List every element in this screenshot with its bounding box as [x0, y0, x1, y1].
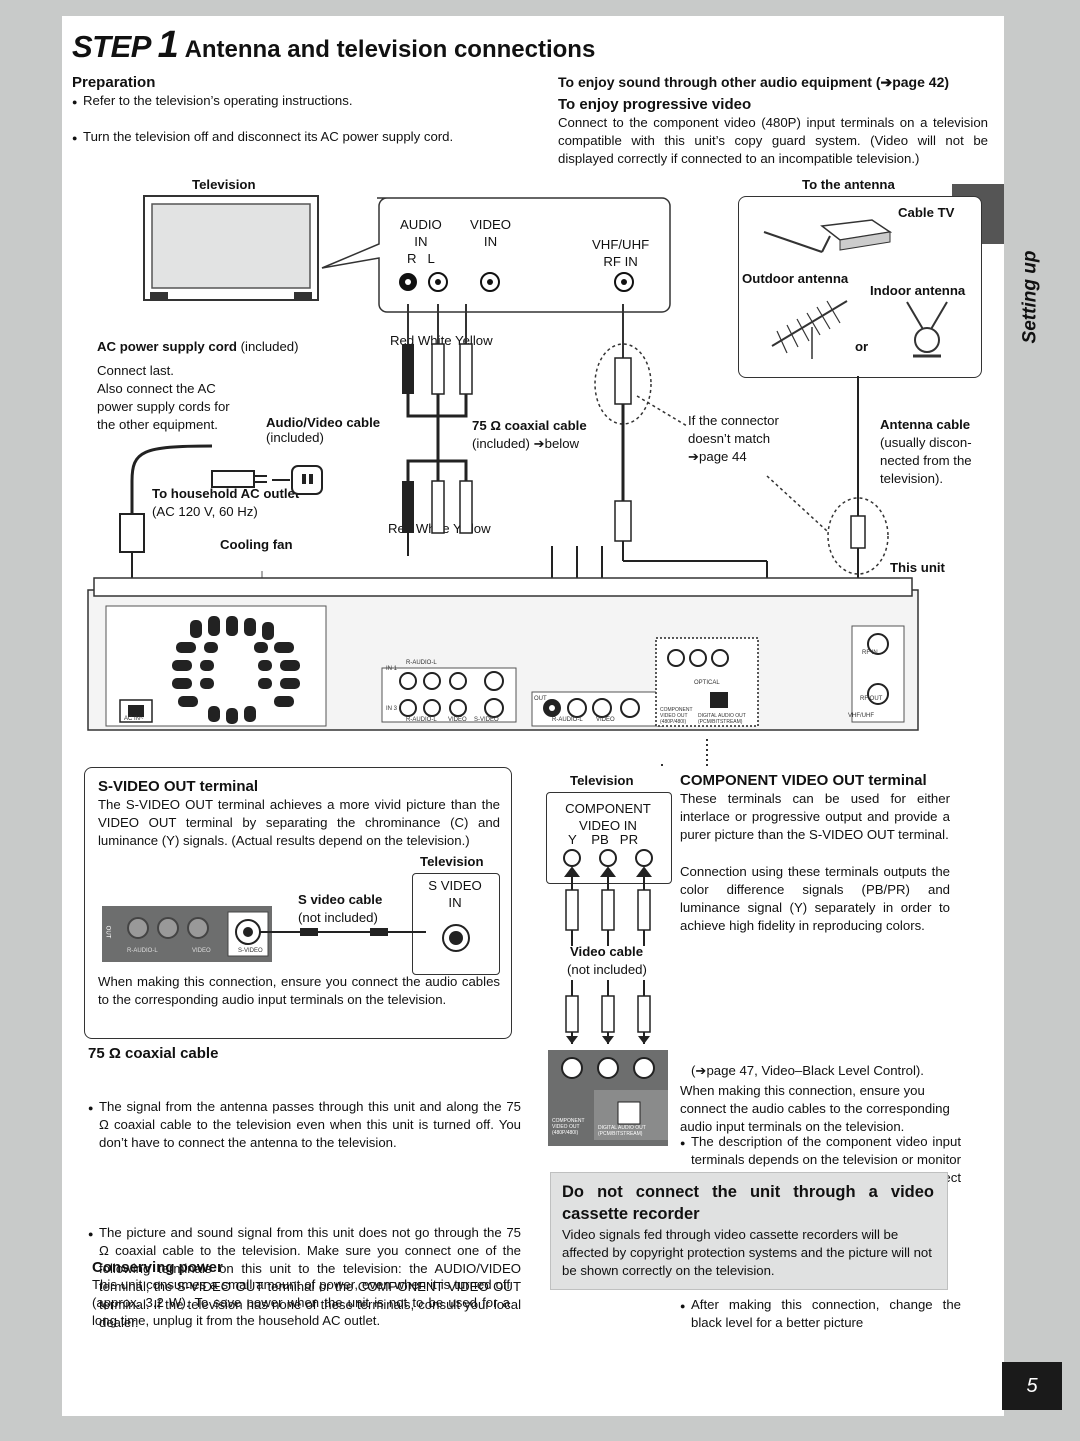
video-cable-label: Video cable	[570, 944, 644, 959]
video-in-label: VIDEO IN	[470, 217, 512, 249]
outdoor-antenna-label: Outdoor antenna	[742, 271, 849, 286]
component-heading: COMPONENT VIDEO OUT terminal	[680, 772, 927, 789]
video-cable-note: (not included)	[567, 962, 647, 977]
conserving-heading: Conserving power	[92, 1259, 223, 1276]
page-title: STEP 1 Antenna and television connection…	[72, 24, 596, 66]
indoor-antenna-icon	[906, 301, 948, 358]
svideo-heading: S-VIDEO OUT terminal	[98, 778, 259, 795]
side-tab-label: Setting up	[1019, 250, 1041, 344]
in1-audio-label: R-AUDIO-L	[406, 660, 437, 666]
in3-video-label: VIDEO	[448, 717, 467, 723]
coax-label: 75 Ω coaxial cable	[472, 418, 587, 433]
component-p1: These terminals can be used for either i…	[680, 791, 950, 842]
out-audio-label: R-AUDIO-L	[552, 717, 583, 723]
in3-label: IN 3	[386, 706, 398, 712]
this-unit-label: This unit	[890, 560, 945, 575]
cooling-fan-label: Cooling fan	[220, 537, 293, 552]
digital-audio-small: DIGITAL AUDIO OUT (PCM/BITSTREAM)	[698, 713, 746, 725]
cable-tv-icon	[763, 219, 892, 253]
in3-audio-label: R-AUDIO-L	[406, 717, 437, 723]
page-number: 5	[1002, 1362, 1062, 1410]
coax-heading: 75 Ω coaxial cable	[88, 1045, 219, 1062]
ac-cord-label: AC power supply cord (included)	[97, 339, 299, 354]
svideo-in-label: S VIDEO IN	[428, 878, 482, 910]
av-cable-label: Audio/Video cable	[266, 415, 381, 430]
connect-last-note: Connect last. Also connect the AC power …	[97, 363, 230, 432]
cooling-fan-grille	[172, 616, 300, 724]
component-out-small: COMPONENT VIDEO OUT (480P/480I)	[660, 707, 693, 725]
television-label: Television	[192, 177, 256, 192]
svideo-tv-jack-box	[412, 873, 500, 975]
unit-rear-panel	[87, 577, 919, 731]
component-out-small-2: COMPONENT VIDEO OUT (480P/480I)	[552, 1118, 585, 1136]
svideo-out-small: OUT	[104, 925, 111, 939]
component-bullet-2-ref: (➔page 47, Video–Black Level Control).	[691, 1063, 924, 1078]
antenna-cable-note: (usually discon- nected from the televis…	[880, 435, 972, 486]
svideo-connection-drawing	[102, 906, 426, 962]
svideo-audio-small: R-AUDIO-L	[127, 948, 158, 954]
ac-in-label: AC IN~	[124, 716, 144, 722]
component-cable-drawing	[548, 849, 668, 1146]
or-label: or	[855, 339, 869, 354]
progressive-heading: To enjoy progressive video	[558, 96, 752, 113]
household-outlet-label: To household AC outlet	[152, 486, 300, 501]
audio-in-label: AUDIO IN R L	[400, 217, 442, 266]
rf-out-small: RF OUT	[860, 696, 883, 702]
to-antenna-label: To the antenna	[802, 177, 895, 192]
out-label: OUT	[534, 696, 547, 702]
svideo-cable-note: (not included)	[298, 910, 378, 925]
svideo-in-jack-icon	[442, 924, 470, 952]
coax-bullet-1: The signal from the antenna passes throu…	[88, 1098, 521, 1152]
svideo-text: The S-VIDEO OUT terminal achieves a more…	[98, 797, 500, 848]
component-television-label: Television	[570, 773, 634, 788]
av-plugs-top	[402, 304, 473, 534]
vhf-uhf-small: VHF/UHF	[848, 713, 874, 719]
manual-page: STEP 1 Antenna and television connection…	[62, 16, 1062, 1416]
component-ypbpr-label: Y PB PR	[568, 832, 639, 847]
svideo-note: When making this connection, ensure you …	[98, 974, 500, 1007]
cable-tv-label: Cable TV	[898, 205, 955, 220]
svideo-svideo-small: S-VIDEO	[238, 948, 263, 954]
rf-in-small: RF IN	[862, 650, 878, 656]
connector-note: If the connector doesn’t match ➔page 44	[688, 413, 779, 464]
svideo-television-label: Television	[420, 854, 484, 869]
preparation-bullet-1: Refer to the television’s operating inst…	[72, 92, 543, 111]
household-ac-label: (AC 120 V, 60 Hz)	[152, 504, 258, 519]
progressive-text: Connect to the component video (480P) in…	[558, 115, 988, 166]
preparation-heading: Preparation	[72, 74, 156, 91]
television-icon	[143, 195, 319, 301]
svideo-cable-label: S video cable	[298, 892, 383, 907]
conserving-text: This unit consumes a small amount of pow…	[92, 1277, 510, 1328]
antenna-cable-label: Antenna cable	[880, 417, 971, 432]
optical-small: OPTICAL	[694, 680, 720, 686]
coax-bullet-2: The picture and sound signal from this u…	[88, 1224, 521, 1332]
indoor-antenna-label: Indoor antenna	[870, 283, 966, 298]
in3-svideo-label: S-VIDEO	[474, 717, 499, 723]
component-bullet-2: After making this connection, change the…	[680, 1296, 961, 1332]
vcr-warning-box	[550, 1172, 948, 1290]
vhf-uhf-rf-in-label: VHF/UHF RF IN	[592, 237, 650, 269]
in1-label: IN 1	[386, 666, 398, 672]
outdoor-antenna-icon	[771, 300, 848, 359]
component-tv-jack-box	[546, 792, 672, 884]
vcr-text: Video signals fed through video cassette…	[562, 1227, 932, 1278]
component-note: When making this connection, ensure you …	[680, 1083, 950, 1134]
svideo-video-small: VIDEO	[192, 948, 211, 954]
av-cable-included: (included)	[266, 430, 324, 445]
sound-heading: To enjoy sound through other audio equip…	[558, 74, 950, 90]
component-p2: Connection using these terminals outputs…	[680, 864, 950, 933]
out-video-label: VIDEO	[596, 717, 615, 723]
component-in-label: COMPONENT VIDEO IN	[565, 801, 651, 833]
coax-included: (included) ➔below	[472, 436, 580, 451]
vcr-heading: Do not connect the unit through a video …	[562, 1183, 934, 1223]
digital-audio-small-2: DIGITAL AUDIO OUT (PCM/BITSTREAM)	[598, 1125, 646, 1137]
tv-jack-panel	[321, 197, 671, 313]
coax-cable	[594, 304, 688, 542]
preparation-bullet-2: Turn the television off and disconnect i…	[72, 128, 543, 147]
